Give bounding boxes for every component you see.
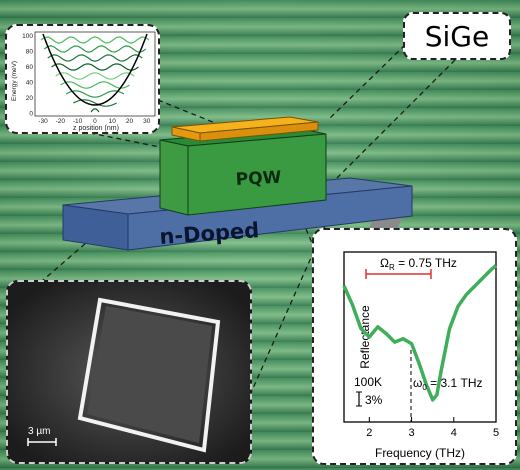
energy-ytick: 100: [22, 33, 33, 40]
sem-mesa-outline: [77, 297, 221, 453]
plot-frame: [343, 251, 497, 423]
energy-ytick: 40: [26, 80, 34, 87]
energy-xtick: -30: [38, 118, 48, 125]
temperature-label: 100K: [354, 375, 382, 389]
scale-bar-label: 3 µm: [28, 426, 50, 437]
energy-level-wavefunction: [60, 81, 130, 89]
refl-ylabel: Reflectance: [358, 305, 372, 369]
parabolic-potential: [42, 33, 148, 106]
refl-xlabel: Frequency (THz): [375, 446, 465, 460]
energy-xtick: -20: [56, 118, 66, 125]
sem-image-inset: 3 µm: [6, 280, 252, 464]
energy-level-wavefunction: [51, 63, 139, 71]
energy-xtick: 0: [93, 118, 97, 125]
energy-levels-group: [40, 36, 150, 113]
refl-xtick-label: 4: [451, 427, 457, 439]
material-label: SiGe: [403, 12, 511, 60]
reflectance-inset: 2 3 4 5 Frequency (THz) Reflectance ΩR = 0.…: [312, 228, 517, 465]
pqw-front: [159, 139, 189, 216]
energy-ytick: 80: [26, 49, 34, 56]
pqw-side: [187, 133, 327, 216]
energy-level-wavefunction: [43, 45, 147, 53]
reflectance-curve: [342, 264, 498, 402]
gold-contact-side: [199, 121, 319, 142]
refl-xtick-label: 2: [366, 427, 372, 439]
energy-xtick: -10: [73, 118, 83, 125]
energy-ylabel: Energy (meV): [11, 61, 18, 101]
energy-level-wavefunction: [47, 54, 143, 62]
zoom-line-sige-a: [329, 44, 406, 119]
energy-level-wavefunction: [90, 108, 100, 113]
energy-xtick: 10: [109, 118, 117, 125]
energy-level-wavefunction: [55, 72, 135, 80]
reflectance-plot: 2 3 4 5 Frequency (THz) Reflectance ΩR = 0.…: [342, 251, 499, 460]
omega-r-label: ΩR = 0.75 THz: [380, 256, 457, 272]
refl-xtick-label: 3: [408, 427, 414, 439]
energy-level-wavefunction: [65, 90, 125, 98]
zoom-line-energy-b: [157, 99, 221, 126]
energy-levels-plot: Energy (meV) z position (nm) 10080604020…: [11, 31, 156, 132]
refl-xtick-label: 5: [493, 427, 499, 439]
energy-xlabel: z position (nm): [73, 125, 119, 132]
energy-xtick: 20: [126, 118, 134, 125]
omega-0-label: ω0 = 3.1 THz: [413, 376, 483, 392]
energy-level-wavefunction: [40, 36, 150, 44]
energy-ytick: 60: [26, 64, 34, 71]
sem-image: 3 µm: [8, 282, 250, 462]
energy-xtick: 30: [143, 118, 151, 125]
percent-scale-label: 3%: [365, 393, 383, 407]
pqw-label: PQW: [235, 168, 282, 190]
energy-ytick: 0: [29, 111, 33, 118]
sem-mesa-top: [87, 306, 212, 443]
energy-ytick: 20: [26, 95, 34, 102]
